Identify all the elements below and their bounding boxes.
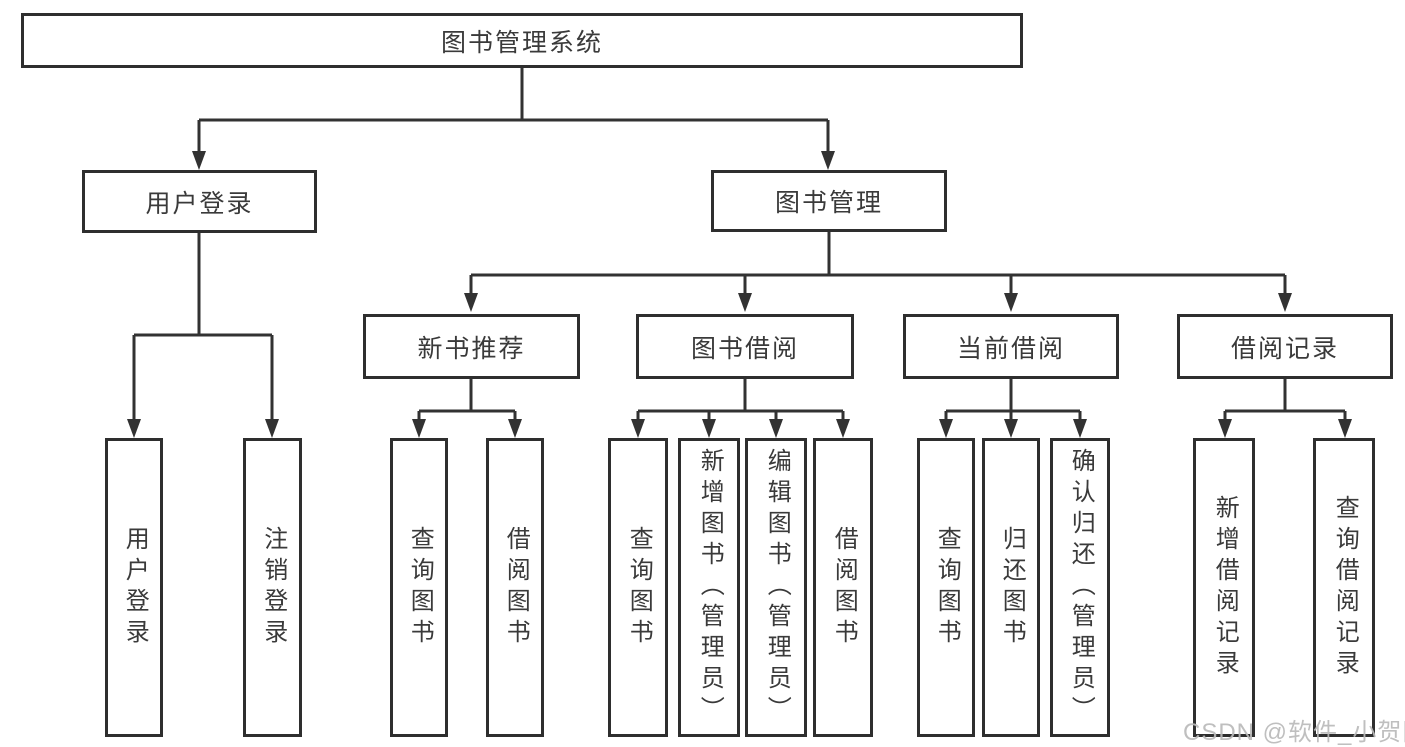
node-book-borrowing: 图书借阅 [636, 314, 854, 379]
leaf-borrow-books-borrowing: 借阅图书 [813, 438, 873, 737]
leaf-add-book-admin-label: 新增图书（管理员） [696, 448, 724, 727]
leaf-add-borrow-record-label: 新增借阅记录 [1211, 494, 1239, 681]
leaf-logout: 注销登录 [243, 438, 302, 737]
branch-book-borrowing-to-leaves [631, 379, 850, 438]
watermark: CSDN @软件_小贺同学 [1183, 719, 1405, 746]
leaf-return-books-label: 归还图书 [998, 525, 1026, 650]
branch-root-to-level2 [192, 68, 835, 170]
leaf-edit-book-admin: 编辑图书（管理员） [745, 438, 807, 737]
node-user-login: 用户登录 [82, 170, 317, 233]
branch-book-management-to-level3 [464, 232, 1292, 312]
leaf-search-borrow-record: 查询借阅记录 [1313, 438, 1375, 737]
node-new-book-recommend: 新书推荐 [363, 314, 580, 379]
leaf-borrow-books-borrowing-label: 借阅图书 [830, 525, 858, 650]
branch-current-borrowing-to-leaves [939, 379, 1087, 438]
leaf-search-books-recommend: 查询图书 [390, 438, 448, 737]
leaf-return-books: 归还图书 [982, 438, 1040, 737]
node-root: 图书管理系统 [21, 13, 1023, 68]
leaf-user-login-label: 用户登录 [121, 525, 149, 650]
leaf-user-login: 用户登录 [105, 438, 163, 737]
leaf-search-books-borrowing: 查询图书 [608, 438, 668, 737]
node-borrow-records: 借阅记录 [1177, 314, 1393, 379]
node-book-management: 图书管理 [711, 170, 947, 232]
node-current-borrowing: 当前借阅 [903, 314, 1119, 379]
leaf-borrow-books-recommend: 借阅图书 [486, 438, 544, 737]
leaf-search-books-current-label: 查询图书 [933, 525, 961, 650]
leaf-search-books-current: 查询图书 [917, 438, 975, 737]
leaf-add-book-admin: 新增图书（管理员） [678, 438, 740, 737]
leaf-confirm-return-admin: 确认归还（管理员） [1050, 438, 1110, 737]
leaf-edit-book-admin-label: 编辑图书（管理员） [763, 448, 791, 727]
leaf-search-books-recommend-label: 查询图书 [406, 525, 434, 650]
leaf-search-borrow-record-label: 查询借阅记录 [1331, 494, 1359, 681]
leaf-add-borrow-record: 新增借阅记录 [1193, 438, 1255, 737]
leaf-borrow-books-recommend-label: 借阅图书 [502, 525, 530, 650]
branch-user-login-to-leaves [127, 233, 279, 438]
leaf-search-books-borrowing-label: 查询图书 [625, 525, 653, 650]
leaf-logout-label: 注销登录 [259, 525, 287, 650]
branch-new-book-recommend-to-leaves [412, 379, 522, 438]
leaf-confirm-return-admin-label: 确认归还（管理员） [1067, 448, 1095, 727]
branch-borrow-records-to-leaves [1218, 379, 1352, 438]
